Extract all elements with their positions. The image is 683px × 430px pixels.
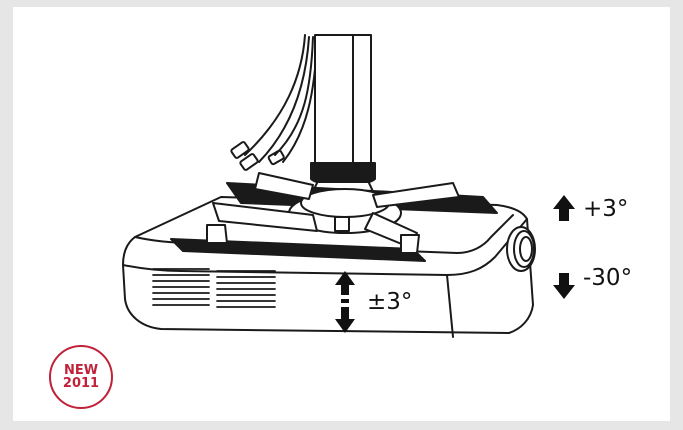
tilt-up-label: +3° [583,196,629,222]
extension-pole [308,34,378,202]
tilt-up-arrow-icon [553,195,575,221]
badge-line-2: 2011 [62,376,100,391]
projector-mount-illustration [122,34,575,338]
badge-line-1: NEW [63,363,99,378]
tilt-down-arrow-icon [553,273,575,299]
vent-grille [152,268,276,308]
mount-spider-bracket [170,172,498,262]
tilt-down-label: -30° [583,265,633,291]
projector-lens [506,226,536,272]
new-2011-badge: NEW 2011 [49,345,113,409]
swivel-label: ±3° [367,289,413,315]
product-frame: +3° -30° ±3° NEW 2011 [13,7,670,421]
swivel-arrow-icon [335,271,355,333]
cable-bundle [230,34,318,171]
